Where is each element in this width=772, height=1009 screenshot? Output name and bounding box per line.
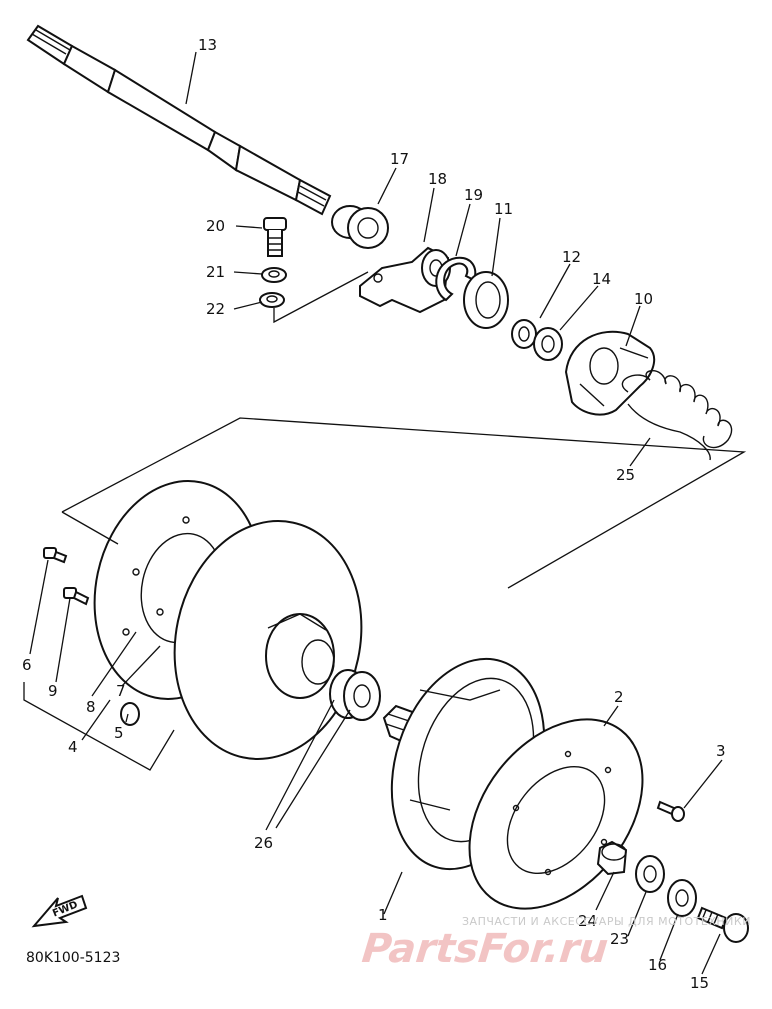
callout-24: 24	[578, 912, 597, 930]
bolt-15	[696, 906, 749, 943]
bolt-20	[263, 217, 287, 257]
callout-16: 16	[648, 956, 667, 974]
washer-22	[259, 292, 285, 308]
callout-18: 18	[428, 170, 447, 188]
callout-1: 1	[378, 906, 388, 924]
group-bracket-4	[23, 682, 175, 771]
washer-14	[533, 327, 563, 361]
circlip-19	[435, 256, 477, 302]
bolt-3	[656, 800, 685, 822]
washer-16	[667, 879, 697, 917]
callout-11: 11	[494, 200, 513, 218]
ring-11	[463, 271, 509, 329]
callout-6: 6	[22, 656, 32, 674]
cam-10	[564, 330, 656, 416]
collar-26	[329, 669, 381, 721]
callout-22: 22	[206, 300, 225, 318]
bearing-17	[331, 205, 389, 249]
callout-10: 10	[634, 290, 653, 308]
fwd-arrow-icon: FWD	[31, 894, 88, 928]
nut-5	[120, 702, 140, 726]
callout-9: 9	[48, 682, 58, 700]
callout-14: 14	[592, 270, 611, 288]
diagram-code: 80K100-5123	[26, 950, 120, 966]
callout-12: 12	[562, 248, 581, 266]
callout-4: 4	[68, 738, 78, 756]
bolt-9	[63, 587, 90, 606]
washer-21	[261, 267, 287, 283]
callout-13: 13	[198, 36, 217, 54]
leader-lines	[29, 51, 723, 975]
watermark-tagline: ЗАПЧАСТИ И АКСЕССУАРЫ ДЛЯ МОТОТЕХНИКИ	[462, 915, 751, 928]
spring-25	[621, 370, 733, 461]
callout-26: 26	[254, 834, 273, 852]
bracket-18	[359, 246, 451, 314]
assembly-outline	[61, 417, 747, 589]
callout-25: 25	[616, 466, 635, 484]
washer-23	[635, 855, 665, 893]
watermark: ЗАПЧАСТИ И АКСЕССУАРЫ ДЛЯ МОТОТЕХНИКИ Pa…	[360, 915, 751, 972]
shaft-13	[26, 24, 332, 216]
callout-20: 20	[206, 217, 225, 235]
collar-24	[596, 840, 628, 876]
callout-23: 23	[610, 930, 629, 948]
callout-17: 17	[390, 150, 409, 168]
callout-21: 21	[206, 263, 225, 281]
callout-7: 7	[116, 682, 126, 700]
washer-12	[511, 319, 537, 349]
hub-disc	[173, 520, 363, 760]
watermark-logo: PartsFor.ru	[360, 926, 610, 972]
bolt-6	[43, 547, 68, 564]
callout-3: 3	[716, 742, 726, 760]
callout-19: 19	[464, 186, 483, 204]
callout-5: 5	[114, 724, 124, 742]
callout-2: 2	[614, 688, 624, 706]
callout-15: 15	[690, 974, 709, 992]
callout-8: 8	[86, 698, 96, 716]
